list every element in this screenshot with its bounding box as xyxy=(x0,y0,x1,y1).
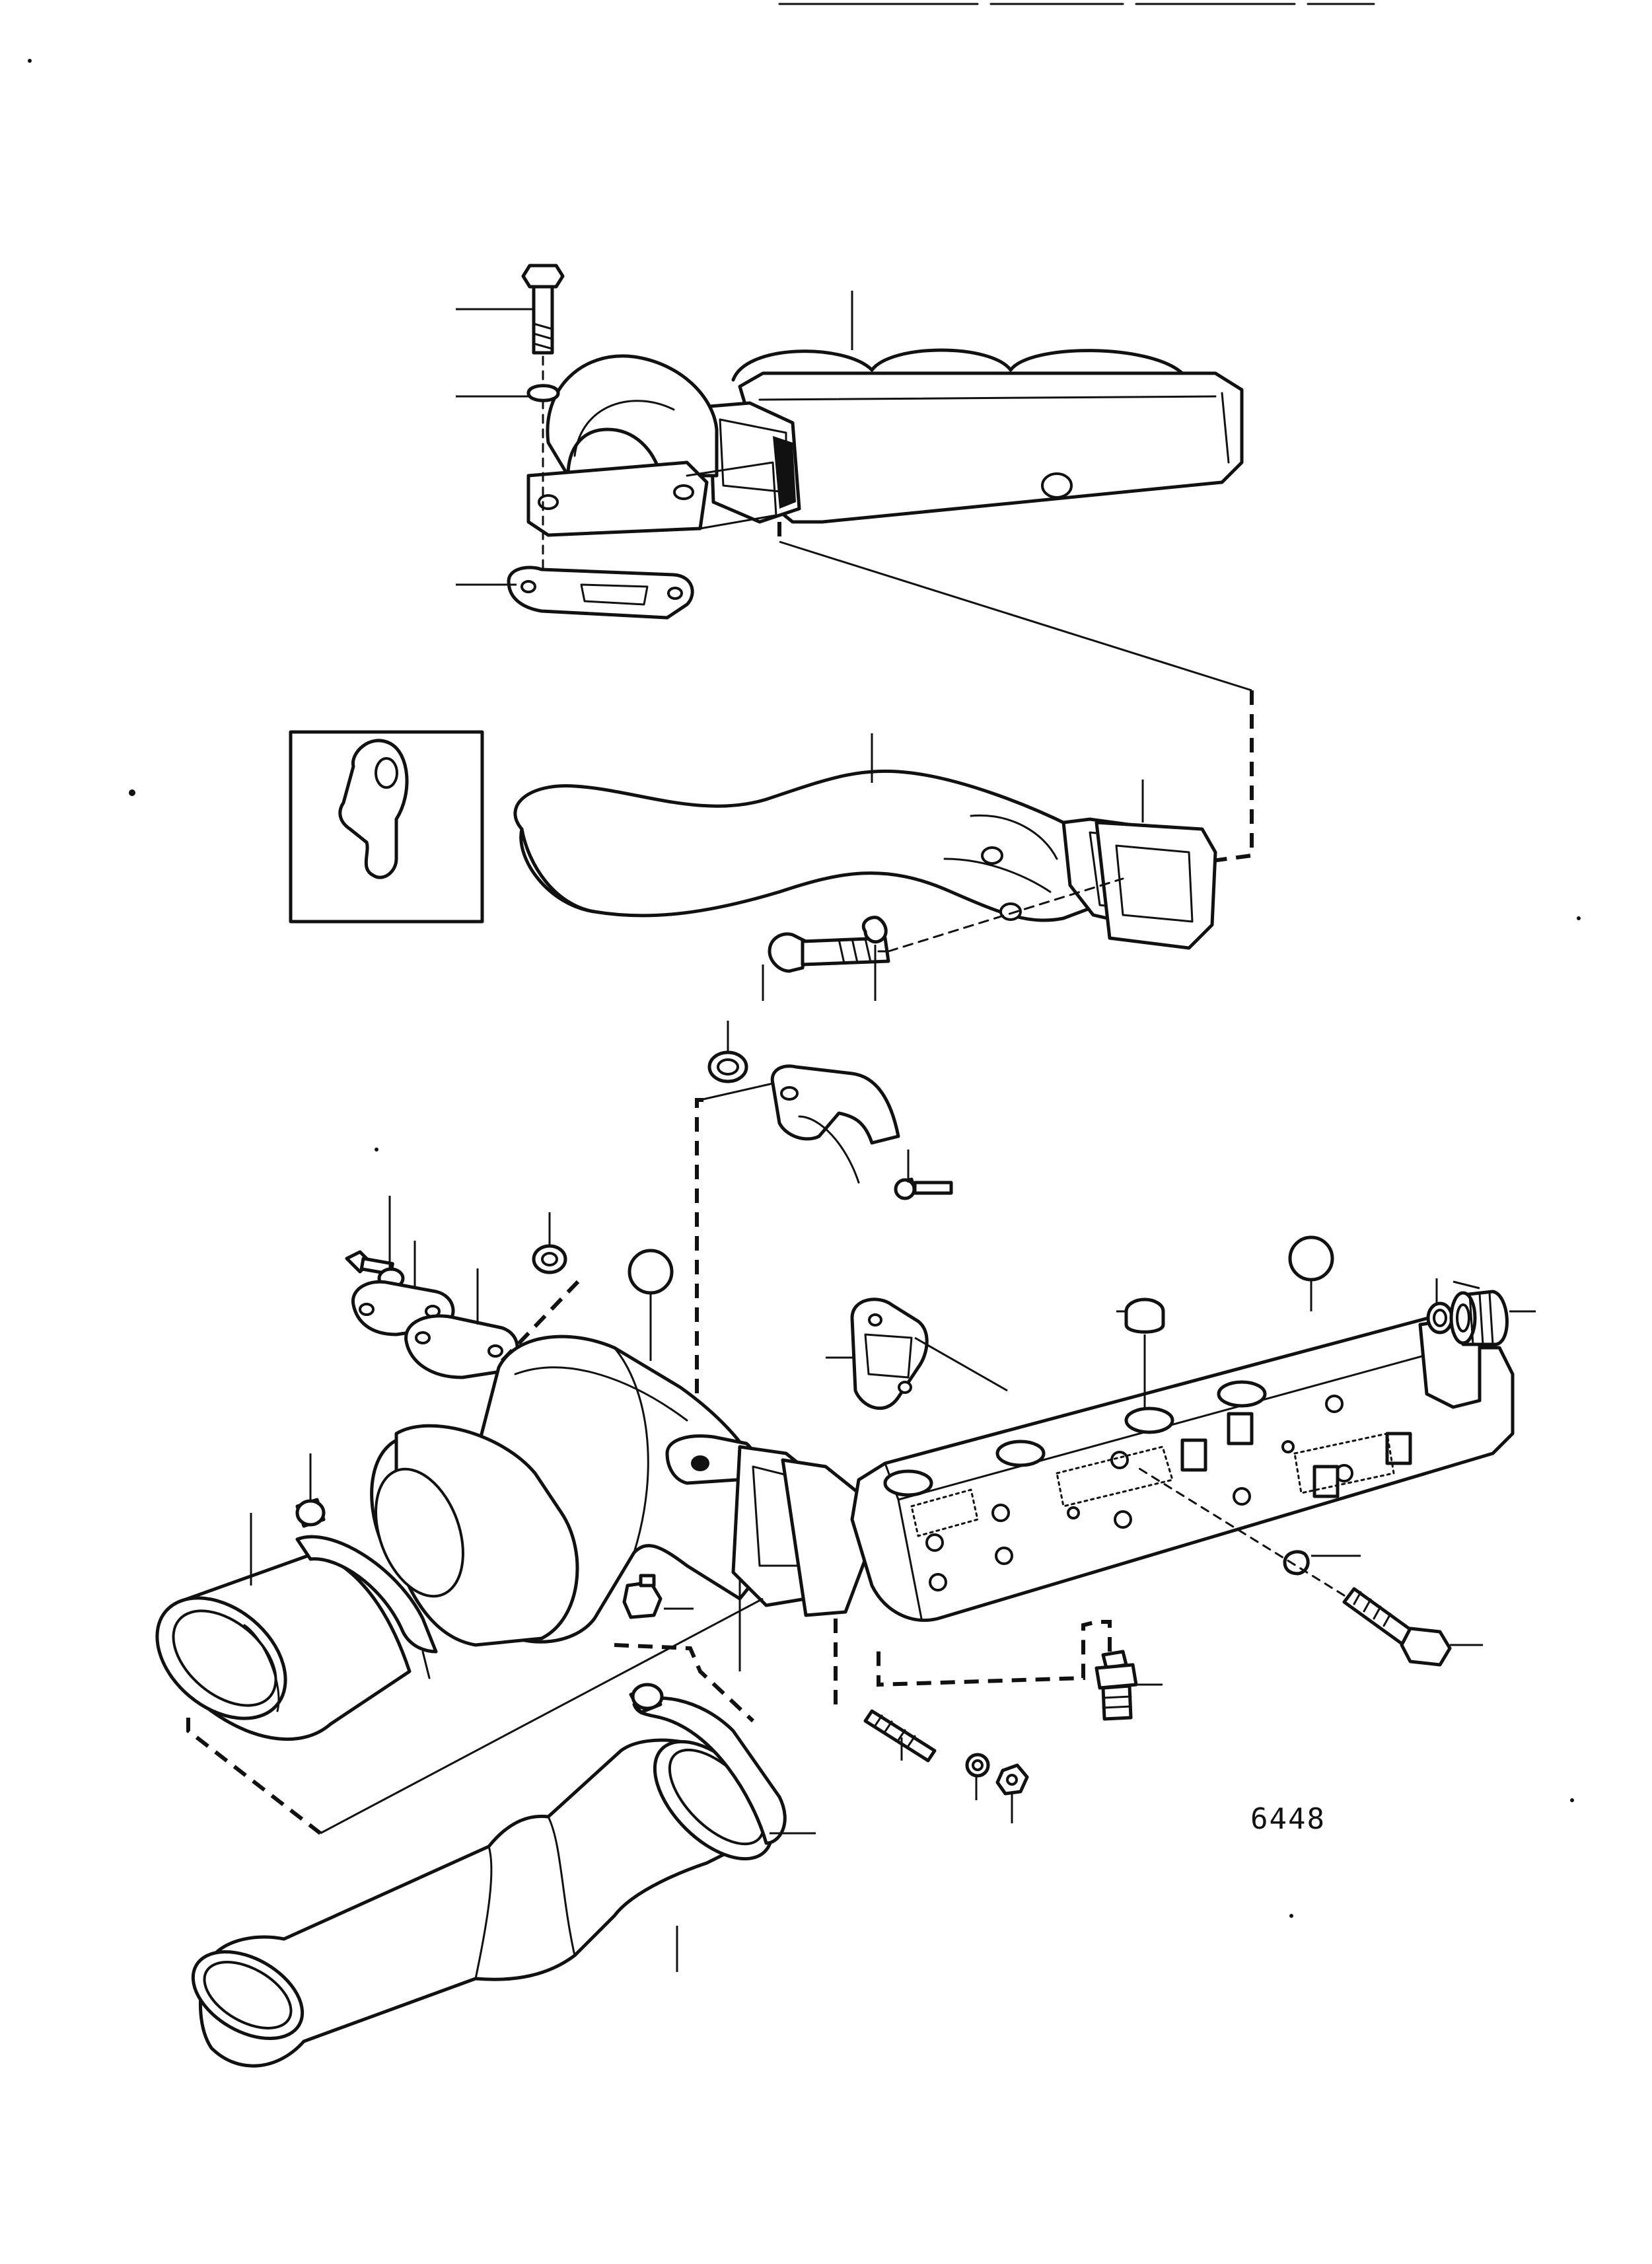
lower-water-dashed-path xyxy=(695,1082,773,1447)
lifting-eye-bracket xyxy=(338,739,409,879)
sensor-fitting xyxy=(877,1620,1163,1721)
detail-inset xyxy=(289,730,484,924)
callout-circle-left xyxy=(628,1249,674,1295)
lock-washer xyxy=(526,384,560,402)
stud-washer-nut xyxy=(834,1619,1029,1823)
upper-assembly-dashed-path xyxy=(777,522,1254,864)
riser-bolt-and-washer xyxy=(768,877,1124,973)
upper-mounting-hardware xyxy=(507,264,694,620)
figure-number: 6448 xyxy=(1250,1802,1326,1836)
middle-leader-lines xyxy=(762,733,1144,1001)
spring-washer xyxy=(862,916,888,944)
detail-inset-frame xyxy=(289,730,484,924)
intermediate-gasket xyxy=(731,1445,867,1617)
bolt-hex-head xyxy=(1400,1626,1452,1667)
upper-leader-lines xyxy=(456,291,853,586)
manifold-gasket xyxy=(826,1297,1008,1410)
bolt-shank xyxy=(532,285,554,355)
lower-exhaust-elbow xyxy=(370,1334,795,1671)
upper-exhaust-elbow xyxy=(526,348,1244,537)
callout-circle-right xyxy=(1288,1235,1334,1282)
scan-specks xyxy=(28,59,1581,1918)
outlet-exhaust-hose xyxy=(191,1683,816,2068)
hex-bolt-head xyxy=(521,264,565,289)
reference-callout-circles xyxy=(628,1235,1334,1361)
riser-flange-gasket xyxy=(1095,821,1217,950)
rubber-sleeve-with-clamp xyxy=(155,1453,764,1835)
manifold-end-cap xyxy=(1426,1278,1536,1346)
flange-gasket xyxy=(507,566,694,620)
cover-plates-and-bolts xyxy=(345,1196,580,1379)
manifold-top-plug xyxy=(1116,1297,1165,1407)
hose-clamp-dashed-frame xyxy=(614,1643,755,1723)
bolt-washer xyxy=(1283,1550,1310,1576)
manifold-long-bolt xyxy=(1135,1465,1483,1667)
exhaust-pipe-s-bend xyxy=(513,769,1174,927)
cooling-water-elbow xyxy=(707,1021,953,1200)
